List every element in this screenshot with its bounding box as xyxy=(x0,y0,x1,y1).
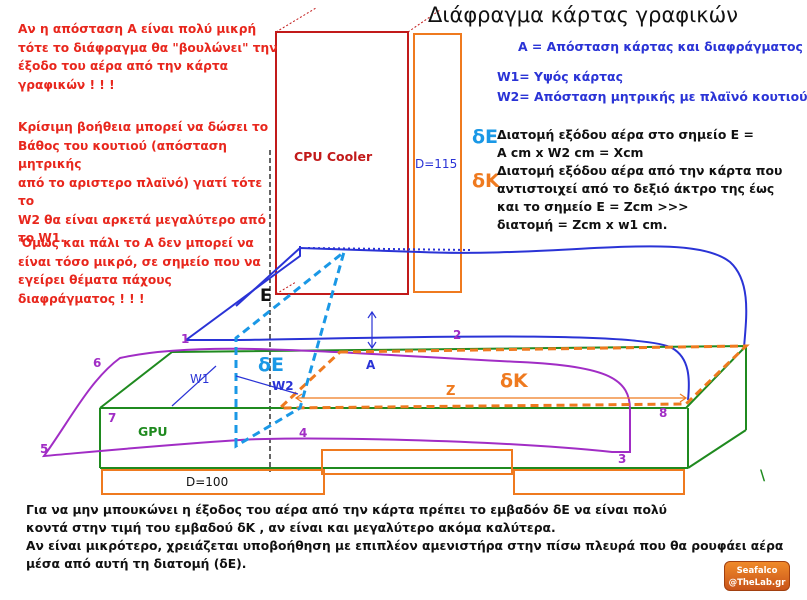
logo-line: @TheLab.gr xyxy=(728,578,786,588)
seafalco-logo: Seafalco @TheLab.gr xyxy=(724,561,790,591)
a-arrow-head-bottom xyxy=(367,341,377,350)
note-line: εγείρει θέματα πάχους xyxy=(18,273,172,287)
z-arrow-head-left xyxy=(294,393,303,403)
note-line: 'Ομως και πάλι το Α δεν μπορεί να xyxy=(18,236,254,250)
gpu-label: GPU xyxy=(138,424,168,439)
point-4: 4 xyxy=(299,426,308,440)
legend-a: A = Απόσταση κάρτας και διαφράγματος xyxy=(518,39,803,54)
formula-dk-symbol: δK xyxy=(472,170,500,192)
diagram-title: Διάφραγμα κάρτας γραφικών xyxy=(428,3,738,27)
duct-blue-dotted xyxy=(307,247,471,251)
logo-line: Seafalco xyxy=(736,566,778,576)
motherboard-side xyxy=(687,429,747,469)
de-region xyxy=(234,247,347,449)
note-line: το W1. xyxy=(18,231,65,245)
slot-left xyxy=(101,469,325,495)
note-diaphragm-thickness: 'Ομως και πάλι το Α δεν μπορεί να είναι … xyxy=(18,234,280,308)
slot-middle xyxy=(321,449,513,475)
gpu-card-outline xyxy=(41,347,631,458)
a-arrow-head-top xyxy=(367,310,377,319)
d100-label: D=100 xyxy=(186,475,229,489)
point-8: 8 xyxy=(659,406,668,420)
note-line: Αν η απόσταση Α είναι πολύ μικρή xyxy=(18,22,257,36)
z-label: Z xyxy=(446,384,456,399)
note-line: έξοδο του αέρα από την κάρτα xyxy=(18,59,229,73)
e-label: E xyxy=(260,286,272,306)
note-line: από το αριστερο πλαϊνό) γιατί τότε το xyxy=(18,175,263,209)
formula-de: Διατομή εξόδου αέρα στο σημείο Ε = A cm … xyxy=(497,126,754,162)
note-line: τότε το διάφραγμα θα "βουλώνει" την xyxy=(18,40,278,55)
point-1: 1 xyxy=(181,332,190,346)
slot-right xyxy=(513,469,685,495)
w2-label: W2 xyxy=(272,379,294,393)
note-line: είναι τόσο μικρό, σε σημείο που να xyxy=(18,254,261,269)
bottom-line: Για να μην μπουκώνει η έξοδος του αέρα α… xyxy=(26,503,667,517)
duct-blue-line xyxy=(185,246,301,341)
w1-arrow xyxy=(171,365,217,407)
note-line: Βάθος του κουτιού (απόσταση μητρικής xyxy=(18,138,227,172)
note-line: Κρίσιμη βοήθεια μπορεί να δώσει το xyxy=(18,120,269,134)
formula-line: αντιστοιχεί από το δεξιό άκτρο της έως xyxy=(497,181,775,196)
dk-region-label: δK xyxy=(500,370,528,392)
bottom-line: Αν είναι μικρότερο, χρειάζεται υποβοήθησ… xyxy=(26,539,784,553)
cpu-cooler-label: CPU Cooler xyxy=(294,149,373,164)
note-distance-a: Αν η απόσταση Α είναι πολύ μικρή τότε το… xyxy=(18,20,280,94)
note-line: γραφικών ! ! ! xyxy=(18,77,115,92)
d115-box xyxy=(413,33,462,293)
formula-line: διατομή = Zcm x w1 cm. xyxy=(497,217,668,232)
legend-w1: W1= Υψός κάρτας xyxy=(497,69,623,84)
point-5: 5 xyxy=(40,442,49,456)
formula-line: και το σημείο Ε = Zcm >>> xyxy=(497,199,689,214)
point-2: 2 xyxy=(453,328,462,342)
cpu-cooler-box xyxy=(275,31,409,295)
point-6: 6 xyxy=(93,356,102,370)
point-3: 3 xyxy=(618,452,627,466)
w2-arrow xyxy=(235,375,299,395)
z-arrow-head-right xyxy=(679,393,688,403)
w1-label: W1 xyxy=(190,372,210,386)
bottom-line: μέσα από αυτή τη διατομή (δΕ). xyxy=(26,557,247,571)
bottom-line: κοντά στην τιμή του εμβαδού δΚ , αν είνα… xyxy=(26,521,556,535)
a-label: A xyxy=(366,358,376,372)
formula-line: Διατομή εξόδου αέρα από την κάρτα που xyxy=(497,163,783,178)
duct-blue-lower xyxy=(186,335,690,401)
formula-de-symbol: δE xyxy=(472,126,499,148)
point-7: 7 xyxy=(108,411,117,425)
note-line: διαφράγματος ! ! ! xyxy=(18,291,145,306)
legend-w2: W2= Απόσταση μητρικής με πλαϊνό κουτιού xyxy=(497,89,807,104)
duct-blue-top xyxy=(235,245,748,349)
formula-line: Διατομή εξόδου αέρα στο σημείο Ε = xyxy=(497,127,754,142)
de-region-label: δE xyxy=(258,354,285,376)
cooler-edge-top xyxy=(275,7,317,33)
backslash-mark: \ xyxy=(760,468,766,484)
formula-line: A cm x W2 cm = Xcm xyxy=(497,145,644,160)
cooler-edge-top-right xyxy=(407,9,441,33)
d115-label: D=115 xyxy=(415,157,458,171)
note-case-depth: Κρίσιμη βοήθεια μπορεί να δώσει το Βάθος… xyxy=(18,118,280,248)
bottom-explanation: Για να μην μπουκώνει η έξοδος του αέρα α… xyxy=(26,501,786,573)
formula-dk: Διατομή εξόδου αέρα από την κάρτα που αν… xyxy=(497,162,782,234)
note-line: W2 θα είναι αρκετά μεγαλύτερο από xyxy=(18,212,266,227)
